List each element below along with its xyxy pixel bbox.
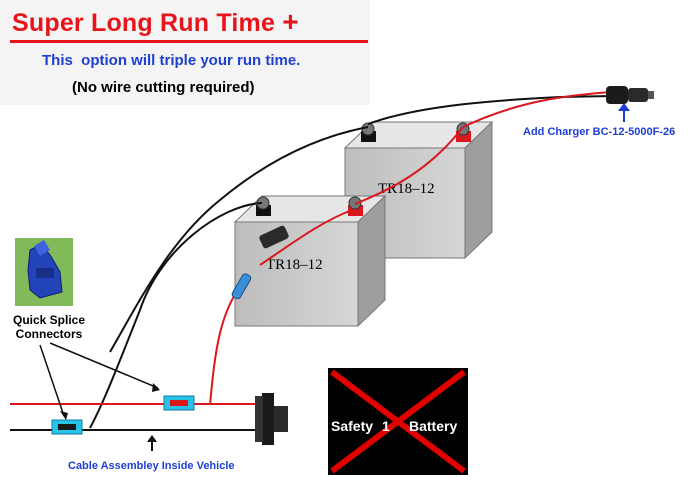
header-panel <box>0 0 370 105</box>
charger-connector <box>606 86 654 104</box>
title-underline <box>10 40 368 43</box>
note: (No wire cutting required) <box>72 79 255 96</box>
cross-line-2 <box>330 369 466 474</box>
black-wires <box>89 95 613 429</box>
red-wires <box>209 91 613 406</box>
battery-label: Battery <box>409 418 457 434</box>
cable-assembly <box>10 393 288 445</box>
plus-icon: + <box>282 6 299 37</box>
fuse-holder <box>231 225 289 300</box>
battery-front-positive-terminal <box>348 205 363 216</box>
splice-pointers <box>39 342 159 417</box>
battery-back-positive-terminal <box>456 131 471 142</box>
battery-front-negative-terminal <box>256 205 271 216</box>
inline-fuse <box>231 273 252 300</box>
splice-label: Quick Splice Connectors <box>12 313 86 341</box>
subtitle: This option will triple your run time. <box>42 52 301 69</box>
cable-label: Cable Assembley Inside Vehicle <box>68 460 235 472</box>
battery-front: TR18–12 <box>233 194 387 328</box>
quick-splice-image <box>15 238 73 306</box>
battery-back-negative-terminal <box>361 131 376 142</box>
cable-plug-body <box>262 393 274 445</box>
battery-front-label: TR18–12 <box>266 257 323 273</box>
page-title: Super Long Run Time + <box>12 6 299 38</box>
charger-arrow <box>618 103 630 122</box>
battery-back-label: TR18–12 <box>378 181 435 197</box>
safety-label: Safety <box>331 418 373 434</box>
cable-arrow <box>147 435 157 451</box>
safety-battery: Safety 1 Battery <box>328 368 468 475</box>
safety-mid-label: 1 <box>382 418 390 434</box>
title-text: Super Long Run Time <box>12 9 276 37</box>
charger-label: Add Charger BC-12-5000F-26 <box>523 126 676 138</box>
